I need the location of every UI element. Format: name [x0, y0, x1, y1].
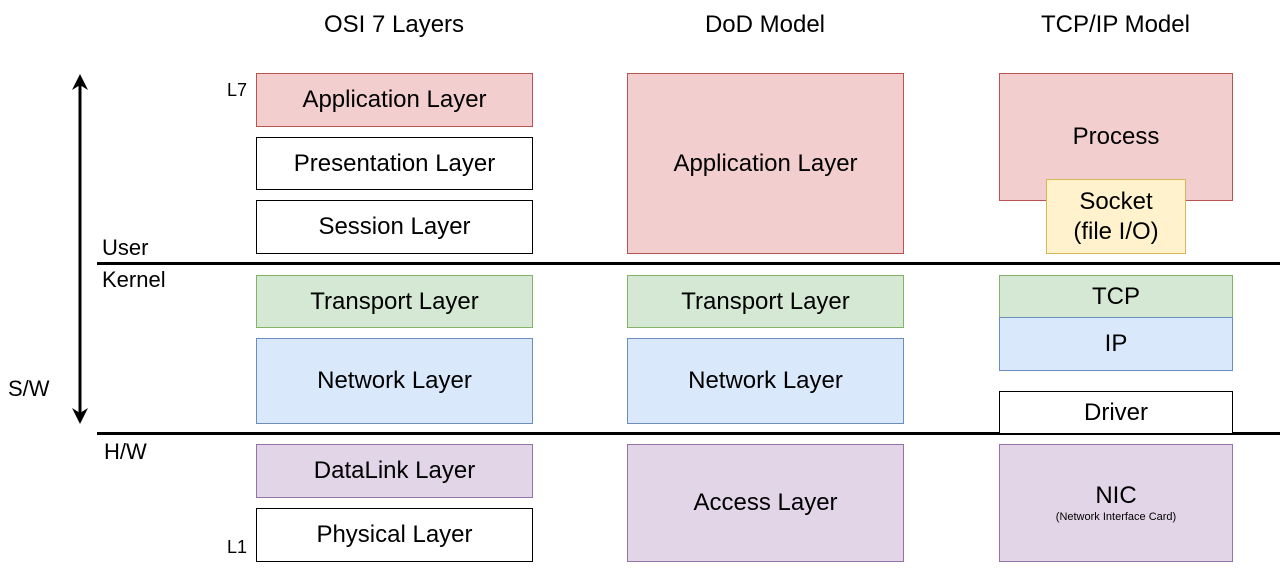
layer-1-label: L1: [227, 537, 248, 557]
dod-access-layer: Access Layer: [627, 444, 904, 562]
osi-session-label: Session Layer: [318, 213, 471, 240]
layer-7-label: L7: [227, 80, 248, 100]
dod-column-title: DoD Model: [704, 11, 826, 38]
osi-physical-layer: Physical Layer: [256, 508, 533, 562]
tcpip-ip-box: IP: [999, 317, 1233, 371]
dod-network-layer: Network Layer: [627, 338, 904, 424]
dod-transport-layer: Transport Layer: [627, 275, 904, 328]
tcpip-socket-label: Socket: [1079, 187, 1153, 215]
osi-presentation-label: Presentation Layer: [293, 149, 496, 177]
osi-physical-label: Physical Layer: [316, 521, 473, 548]
osi-datalink-layer: DataLink Layer: [256, 444, 533, 498]
tcpip-tcp-label: TCP: [1092, 283, 1140, 310]
kernel-space-label: Kernel: [102, 267, 166, 292]
user-kernel-divider: [97, 262, 1280, 265]
osi-session-layer: Session Layer: [256, 200, 533, 254]
osi-datalink-label: DataLink Layer: [313, 457, 476, 484]
tcpip-socket-box: Socket (file I/O): [1046, 179, 1186, 254]
tcpip-column-title: TCP/IP Model: [1041, 11, 1190, 38]
dod-application-layer: Application Layer: [627, 73, 904, 254]
hardware-label: H/W: [104, 439, 147, 464]
tcpip-tcp-box: TCP: [999, 275, 1233, 319]
osi-network-label: Network Layer: [317, 367, 472, 394]
osi-application-layer: Application Layer: [256, 73, 533, 127]
osi-network-layer: Network Layer: [256, 338, 533, 424]
osi-presentation-layer: Presentation Layer: [256, 137, 533, 190]
dod-network-label: Network Layer: [688, 367, 843, 394]
tcpip-nic-sublabel: (Network Interface Card): [1055, 511, 1177, 523]
software-hardware-divider: [97, 432, 1280, 435]
tcpip-socket-sublabel: (file I/O): [1073, 217, 1159, 245]
dod-access-label: Access Layer: [693, 489, 838, 516]
user-space-label: User: [102, 235, 149, 260]
osi-column-title: OSI 7 Layers: [323, 11, 465, 38]
dod-application-label: Application Layer: [673, 149, 858, 177]
osi-application-label: Application Layer: [302, 86, 487, 113]
osi-transport-label: Transport Layer: [310, 287, 479, 315]
tcpip-process-label: Process: [1072, 123, 1160, 150]
software-scope-arrow: [72, 74, 88, 424]
tcpip-driver-label: Driver: [1084, 398, 1148, 426]
dod-transport-label: Transport Layer: [681, 287, 850, 315]
tcpip-nic-box: NIC (Network Interface Card): [999, 444, 1233, 562]
tcpip-ip-label: IP: [1104, 330, 1128, 357]
tcpip-nic-label: NIC: [1095, 482, 1137, 509]
tcpip-driver-box: Driver: [999, 391, 1233, 434]
software-label: S/W: [8, 376, 50, 401]
osi-transport-layer: Transport Layer: [256, 275, 533, 328]
